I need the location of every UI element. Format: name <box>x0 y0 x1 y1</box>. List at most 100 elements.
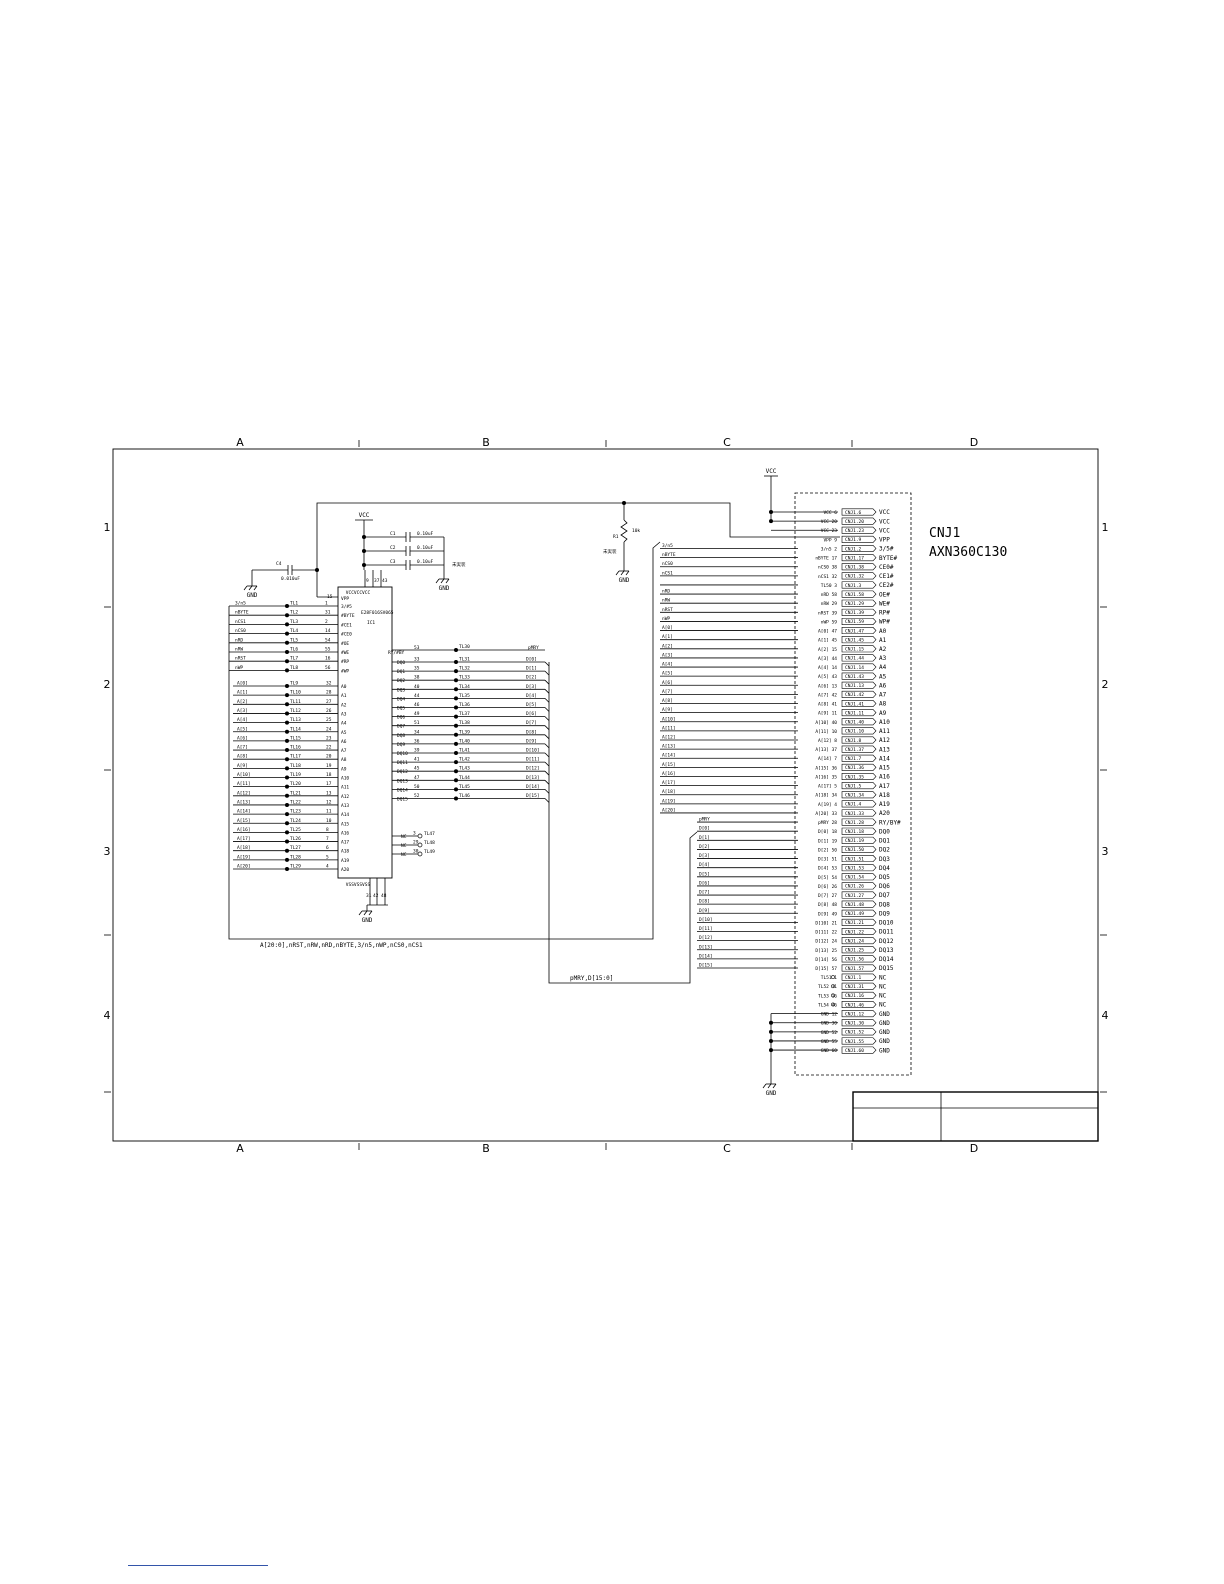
cap-ref: C4 <box>276 561 282 567</box>
cnj1-pin-tag-text: CNJ1.18 <box>845 829 864 835</box>
testpoint-label: TL35 <box>459 693 470 699</box>
ic1-pin-number: 50 <box>414 784 420 790</box>
cnj1-pin-tag <box>841 508 877 516</box>
bus-entry <box>544 716 550 721</box>
cnj1-pin-tag <box>841 772 877 780</box>
junction-dot <box>454 714 458 719</box>
cnj1-pin-label: VPP 9 <box>823 537 837 543</box>
title-block <box>852 1091 1099 1142</box>
cnj1-pin-function: A1 <box>879 637 887 644</box>
net-label: D[8] <box>526 729 537 735</box>
cnj1-pin-function: DQ1 <box>879 838 890 845</box>
junction-dot <box>454 678 458 683</box>
cnj1-pin-tag <box>841 563 877 571</box>
ic1-pin-number: 14 <box>325 628 331 634</box>
net-label: nRST <box>662 607 673 613</box>
cnj1-pin-label: A[11] 10 <box>815 729 837 735</box>
testpoint-label: TL30 <box>459 644 470 650</box>
ic1-pin-number: 26 <box>326 708 332 714</box>
ic1-pin-name: A18 <box>341 849 349 855</box>
net-label: nCS1 <box>662 570 673 576</box>
ic1-pin-number: 52 <box>414 793 420 799</box>
junction-dot <box>285 622 289 627</box>
cnj1-pin-tag <box>841 845 877 853</box>
junction-dot <box>454 669 458 674</box>
ic1-pin-number: 55 <box>325 647 331 653</box>
cnj1-pin-tag <box>841 526 877 534</box>
testpoint-label: TL38 <box>459 720 470 726</box>
cnj1-pin-tag <box>841 690 877 698</box>
cnj1-pin-tag <box>841 1010 877 1018</box>
ic1-vss-pins: VSSVSSVSS <box>346 882 371 888</box>
net-label: A[14] <box>237 809 251 815</box>
cnj1-pin-tag <box>841 681 877 689</box>
ic1-pin-number: 6 <box>326 845 329 851</box>
cnj1-pin-tag-text: CNJ1.38 <box>845 565 864 571</box>
testpoint-label: TL31 <box>459 657 470 663</box>
net-label: A[15] <box>662 762 676 768</box>
cnj1-pin-tag-text: CNJ1.37 <box>845 747 864 753</box>
testpoint-label: TL6 <box>290 647 298 653</box>
testpoint-label: TL36 <box>459 702 470 708</box>
cnj1-pin-tag-text: CNJ1.36 <box>845 765 864 771</box>
cnj1-pin-tag <box>841 891 877 899</box>
nc-terminal <box>831 975 835 980</box>
bus-entry <box>544 761 550 767</box>
net-label: D[11] <box>526 757 540 763</box>
ic1-pin-name: #CE1 <box>341 622 352 628</box>
cnj1-pin-tag-text: CNJ1.43 <box>845 674 864 680</box>
net-label: nCS0 <box>235 628 246 634</box>
cnj1-pin-label: A[17] 5 <box>818 784 837 790</box>
cnj1-pin-tag-text: CNJ1.2 <box>845 546 862 552</box>
ic1-pin-name: A14 <box>341 812 349 818</box>
cnj1-pin-tag-text: CNJ1.26 <box>845 884 864 890</box>
ic1-pin-number: 31 <box>325 610 331 616</box>
ground-hatch <box>248 585 253 591</box>
cnj1-pin-function: A4 <box>879 664 887 671</box>
cnj1-pin-tag <box>841 672 877 680</box>
bus-entry <box>544 734 550 740</box>
ground-hatch <box>772 1083 777 1089</box>
ic1-pin-name: #WE <box>341 650 349 656</box>
ic1-pin-name: #RP <box>341 659 349 665</box>
net-label: D[7] <box>526 720 537 726</box>
ic1-pin-number: 28 <box>326 690 332 696</box>
cnj1-pin-tag-text: CNJ1.5 <box>845 783 862 789</box>
testpoint-label: TL13 <box>290 717 301 723</box>
ic1-pin-name: DQ12 <box>397 769 408 775</box>
cnj1-pin-tag-text: CNJ1.53 <box>845 865 864 871</box>
ic1-pin-name: A4 <box>341 721 347 727</box>
cnj1-pin-tag <box>841 654 877 662</box>
cnj1-pin-label: GND 60 <box>821 1048 838 1054</box>
cnj1-pin-label: 3/n5 2 <box>821 546 838 552</box>
ground-hatch <box>368 910 373 916</box>
gnd-label: GND <box>766 1090 777 1097</box>
cnj1-pin-label: GND 12 <box>821 1012 838 1018</box>
junction-dot <box>285 748 289 753</box>
cap-value: 0.10uF <box>417 531 434 537</box>
cnj1-pin-tag-text: CNJ1.28 <box>845 820 864 826</box>
net-label: A[18] <box>237 845 251 851</box>
cap-value: 0.010uF <box>281 576 300 582</box>
cnj1-pin-tag-text: CNJ1.13 <box>845 683 864 689</box>
cnj1-pin-label: VCC 20 <box>821 519 838 525</box>
nc-terminal <box>417 851 423 857</box>
cnj1-pin-function: DQ6 <box>879 883 890 890</box>
cnj1-pin-tag-text: CNJ1.45 <box>845 637 864 643</box>
net-label: nCS1 <box>235 619 246 625</box>
cnj1-pin-tag-text: CNJ1.47 <box>845 628 864 634</box>
net-label: A[5] <box>237 726 248 732</box>
junction-dot <box>285 793 289 798</box>
cnj1-pin-label: TL50 3 <box>821 583 838 589</box>
ic1-pin-name: A3 <box>341 711 347 717</box>
bus-entry <box>544 770 550 776</box>
testpoint-label: TL22 <box>290 799 301 805</box>
ic1-pin-name: DQ3 <box>397 687 405 693</box>
cnj1-pin-tag-text: CNJ1.11 <box>845 710 864 716</box>
cnj1-pin-tag-text: CNJ1.25 <box>845 948 864 954</box>
net-label: A[1] <box>237 690 248 696</box>
testpoint-label: TL41 <box>459 748 470 754</box>
cnj1-pin-tag <box>841 627 877 635</box>
row-marker-right: 1 <box>1102 521 1109 534</box>
